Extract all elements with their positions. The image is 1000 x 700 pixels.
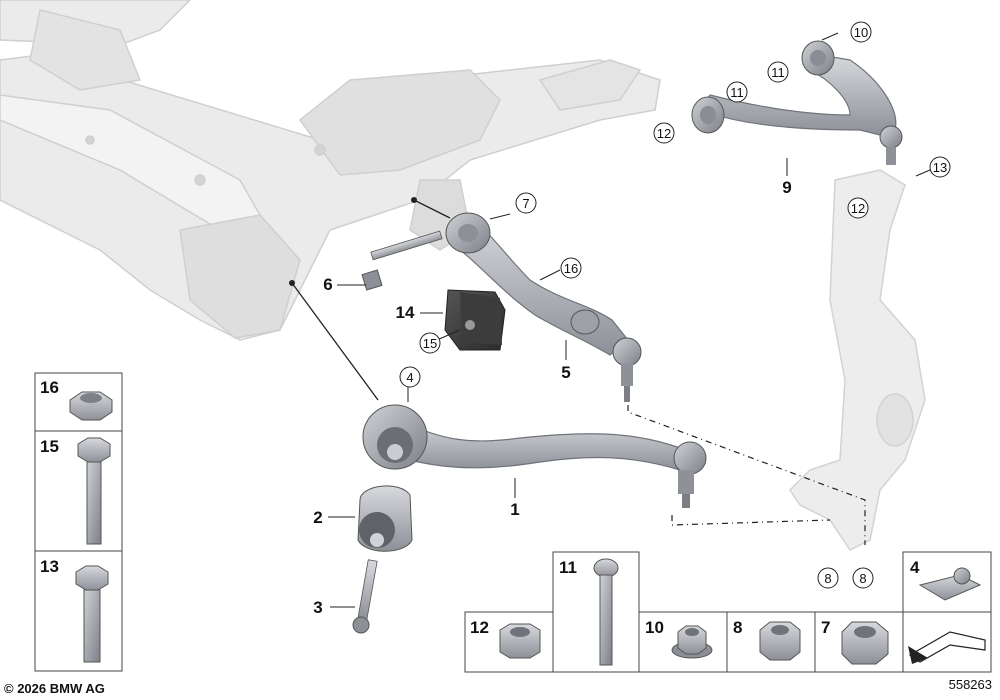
bushing-2: [357, 485, 413, 552]
drawing-number: 558263: [948, 677, 992, 692]
callout-10: 10: [854, 25, 868, 40]
box-label-11: 11: [559, 558, 577, 577]
label-14: 14: [396, 303, 415, 322]
box-11-bolt: [593, 558, 619, 666]
parts-box-column: [34, 372, 123, 672]
box-label-12: 12: [470, 618, 489, 637]
callout-16: 16: [564, 261, 578, 276]
box-label-4: 4: [910, 558, 920, 577]
leader-lines: [289, 197, 866, 545]
callout-8-b: 8: [859, 571, 866, 586]
label-leaders: [328, 158, 788, 608]
callout-12-a: 12: [657, 126, 671, 141]
label-3: 3: [313, 598, 322, 617]
box-label-15: 15: [40, 437, 59, 456]
parts-box-bottom-row: [464, 551, 992, 673]
bolt-6: [361, 230, 443, 291]
callout-15: 15: [423, 336, 437, 351]
callout-8-a: 8: [824, 571, 831, 586]
steering-knuckle: [789, 169, 926, 551]
box-16-nut: [69, 391, 113, 421]
front-subframe: [0, 0, 661, 341]
box-label-7: 7: [821, 618, 830, 637]
box-label-16: 16: [40, 378, 59, 397]
callout-13: 13: [933, 160, 947, 175]
box-4-clip-nut: [918, 567, 982, 601]
callout-12-b: 12: [851, 201, 865, 216]
copyright-text: © 2026 BMW AG: [4, 681, 105, 696]
box-8-nut: [759, 621, 801, 661]
box-15-bolt: [77, 437, 111, 545]
box-12-nut: [499, 623, 541, 659]
callout-7: 7: [522, 196, 529, 211]
callout-11-a: 11: [771, 65, 785, 80]
callout-4: 4: [406, 370, 413, 385]
box-label-8: 8: [733, 618, 742, 637]
label-6: 6: [323, 275, 332, 294]
rubber-mount-14: [444, 289, 506, 351]
box-label-13: 13: [40, 557, 59, 576]
box-7-nut: [841, 621, 889, 665]
bolt-3: [352, 559, 378, 634]
callout-labels: 4 7 16 15 10 11 11 12 12 13 8 8 1 2 3 5 …: [313, 25, 947, 617]
box-label-10: 10: [645, 618, 664, 637]
callout-11-b: 11: [730, 85, 744, 100]
callouts: [399, 21, 951, 589]
lower-control-arm: [362, 404, 707, 508]
box-13-bolt: [75, 565, 109, 663]
label-2: 2: [313, 508, 322, 527]
label-1: 1: [510, 500, 519, 519]
label-5: 5: [561, 363, 570, 382]
parts-box-labels: 16 15 13 11 12 10 8 7 4: [40, 378, 920, 637]
tension-strut: [445, 212, 642, 402]
upper-control-arm: [691, 40, 903, 165]
box-10-nut: [671, 625, 713, 659]
label-9: 9: [782, 178, 791, 197]
arrow-symbol-icon: [908, 631, 986, 664]
